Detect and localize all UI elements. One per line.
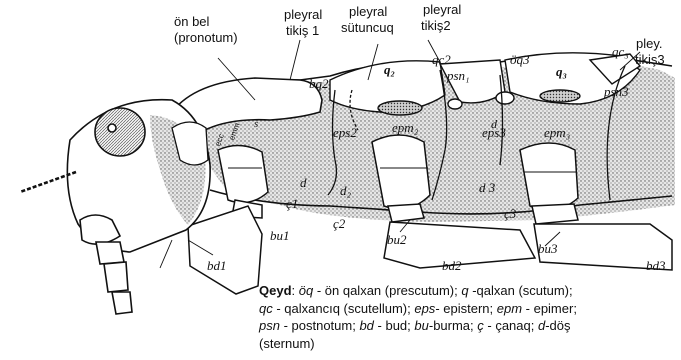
label-qc2: qc2 xyxy=(432,52,451,67)
label-epm2: epm₂ xyxy=(392,120,419,135)
label-qc3: qc₃ xyxy=(612,44,629,59)
label-pleyral-tikis1-b: tikiş 1 xyxy=(286,23,319,38)
label-pley-tikis3-b: tikiş3 xyxy=(635,52,665,67)
label-c1: ç1 xyxy=(286,196,298,211)
label-oq3: öq3 xyxy=(510,52,530,67)
note-abbr: bu xyxy=(414,318,428,333)
note-text: - postnotum; xyxy=(280,318,359,333)
note-text: - bud; xyxy=(374,318,414,333)
label-bu2: bu2 xyxy=(387,232,407,247)
label-eps2: eps2 xyxy=(333,125,357,140)
note-abbr: öq xyxy=(299,283,313,298)
label-c2: ç2 xyxy=(333,216,346,231)
note-title: Qeyd xyxy=(259,283,292,298)
label-pleyral-tikis1-a: pleyral xyxy=(284,7,322,22)
legend-note: Qeyd: öq - ön qalxan (prescutum); q -qal… xyxy=(259,282,674,352)
label-pleyral-sutuncuq-b: sütuncuq xyxy=(341,20,394,35)
label-bu3: bu3 xyxy=(538,241,558,256)
label-c3: ç3 xyxy=(504,206,517,221)
label-d-small: d xyxy=(491,117,498,131)
note-abbr: q xyxy=(461,283,468,298)
label-pleyral-sutuncuq-a: pleyral xyxy=(349,4,387,19)
note-text: - epimer; xyxy=(522,301,577,316)
label-on-bel: ön bel xyxy=(174,14,210,29)
note-text: - ön qalxan (prescutum); xyxy=(313,283,461,298)
note-text: - qalxancıq (scutellum); xyxy=(273,301,415,316)
label-bu1: bu1 xyxy=(270,228,290,243)
note-text: (sternum) xyxy=(259,336,315,351)
note-abbr: epm xyxy=(497,301,522,316)
label-bd3: bd3 xyxy=(646,258,666,273)
note-text: : xyxy=(292,283,299,298)
label-q2: q₂ xyxy=(384,62,395,77)
note-text: -burma; xyxy=(429,318,477,333)
note-text: - epistern; xyxy=(435,301,496,316)
note-text: - çanaq; xyxy=(484,318,538,333)
note-abbr: eps xyxy=(414,301,435,316)
label-bq2: bq2 xyxy=(309,76,329,91)
label-psn1: psn₁ xyxy=(446,68,470,83)
note-abbr: bd xyxy=(359,318,373,333)
label-q3: q₃ xyxy=(556,64,567,79)
label-pleyral-tikis2-a: pleyral xyxy=(423,2,461,17)
label-bd1: bd1 xyxy=(207,258,227,273)
label-pley-tikis3-a: pley. xyxy=(636,36,663,51)
label-d1: d xyxy=(300,175,307,190)
label-d3: d 3 xyxy=(479,180,496,195)
label-pronotum: (pronotum) xyxy=(174,30,238,45)
note-text: -döş xyxy=(545,318,570,333)
label-psn3: psn3 xyxy=(603,84,629,99)
note-text: -qalxan (scutum); xyxy=(469,283,573,298)
label-epm3: epm₃ xyxy=(544,125,570,140)
note-abbr: qc xyxy=(259,301,273,316)
label-bd2: bd2 xyxy=(442,258,462,273)
label-d2: d₂ xyxy=(340,183,352,198)
note-abbr: psn xyxy=(259,318,280,333)
label-pleyral-tikis2-b: tikiş2 xyxy=(421,18,451,33)
label-s: s xyxy=(254,118,258,130)
